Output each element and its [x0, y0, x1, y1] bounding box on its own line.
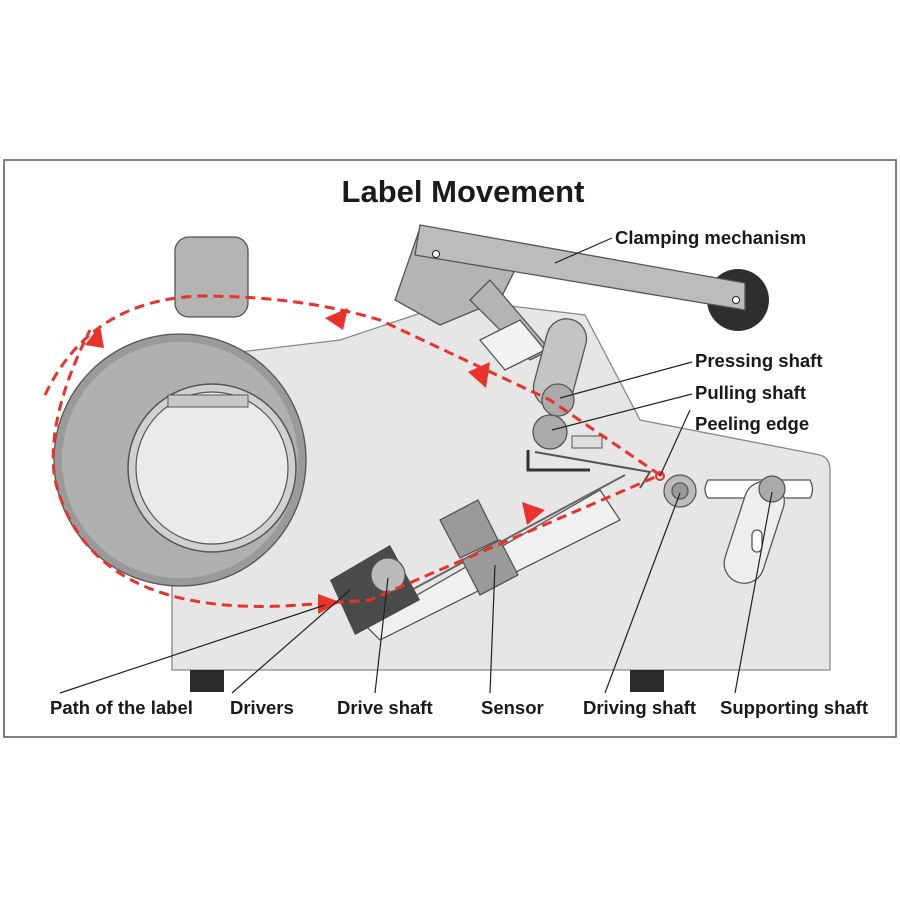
leader-line — [489, 564, 496, 694]
peeling-edge-marker — [655, 471, 665, 481]
driving-shaft-hub — [671, 482, 689, 500]
label-driving-shaft: Driving shaft — [583, 697, 696, 718]
leader-line — [374, 577, 389, 694]
supporting-shaft — [758, 475, 786, 503]
leader-line — [559, 361, 693, 399]
label-sensor: Sensor — [481, 697, 544, 718]
label-peeling-edge: Peeling edge — [695, 413, 809, 434]
label-supporting-shaft: Supporting shaft — [720, 697, 868, 718]
foot-right — [630, 670, 664, 692]
label-drive-shaft: Drive shaft — [337, 697, 433, 718]
leader-line — [59, 604, 326, 694]
label-clamping-mechanism: Clamping mechanism — [615, 227, 806, 248]
leader-line — [554, 237, 613, 264]
support-pin — [751, 529, 763, 553]
pivot-icon — [732, 296, 740, 304]
peel-plate — [534, 451, 652, 489]
leader-line — [659, 409, 691, 477]
leader-line — [551, 393, 693, 431]
pivot-icon — [432, 250, 440, 258]
roll-clip — [167, 394, 249, 408]
roll-core-inner — [135, 391, 289, 545]
leader-line — [734, 491, 773, 694]
leader-line — [604, 492, 681, 694]
peel-block — [571, 435, 603, 449]
sensor-top — [439, 499, 499, 559]
pressing-shaft — [541, 383, 575, 417]
roll-holder — [174, 236, 249, 318]
foot-left — [190, 670, 224, 692]
arrow-icon — [318, 594, 340, 614]
label-pulling-shaft: Pulling shaft — [695, 382, 806, 403]
arrow-icon — [325, 308, 348, 330]
diagram-title: Label Movement — [342, 174, 585, 209]
label-drivers: Drivers — [230, 697, 294, 718]
pulling-shaft — [532, 414, 568, 450]
label-path-of-the-label: Path of the label — [50, 697, 193, 718]
arrow-icon — [522, 502, 545, 525]
arrow-icon — [468, 362, 490, 388]
arrow-icon — [85, 325, 104, 348]
clamp-arm — [414, 224, 746, 311]
peel-bracket — [526, 450, 590, 472]
label-pressing-shaft: Pressing shaft — [695, 350, 823, 371]
leader-line — [231, 589, 351, 694]
